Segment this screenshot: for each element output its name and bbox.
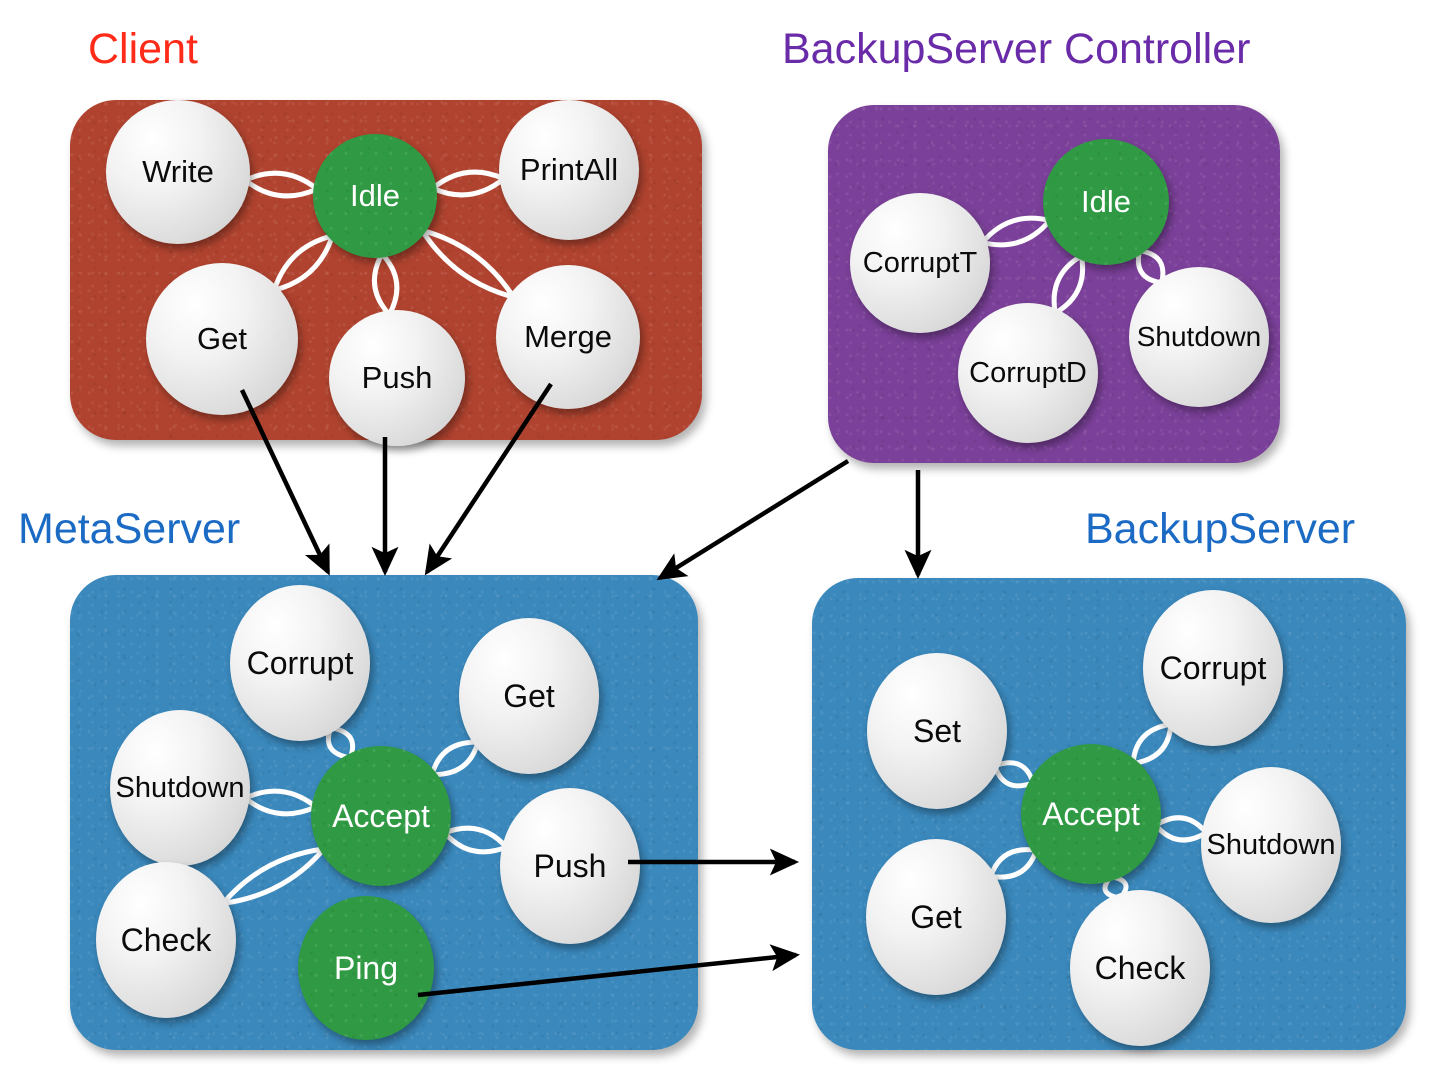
state-node-meta-ping[interactable]: Ping	[298, 896, 434, 1040]
transition-edge	[429, 739, 481, 778]
transition-edge	[980, 215, 1053, 245]
state-node-ctrl-shutdown[interactable]: Shutdown	[1129, 267, 1269, 407]
state-node-meta-get[interactable]: Get	[459, 618, 599, 774]
state-node-ctrl-corruptd[interactable]: CorruptD	[958, 303, 1098, 443]
transition-edge	[242, 170, 320, 192]
state-node-label: Idle	[350, 178, 400, 213]
state-node-label: Check	[120, 921, 212, 958]
transition-edge	[980, 218, 1053, 248]
state-node-meta-check[interactable]: Check	[96, 862, 236, 1018]
state-node-label: Shutdown	[1136, 321, 1262, 352]
transition-edge	[419, 227, 516, 300]
state-node-label: Push	[533, 847, 607, 884]
transition-edge	[242, 788, 319, 810]
state-node-label: Idle	[1081, 184, 1131, 219]
state-node-label: Push	[361, 360, 433, 395]
state-node-meta-accept[interactable]: Accept	[311, 746, 451, 886]
state-node-client-idle[interactable]: Idle	[313, 134, 437, 258]
transition-edge	[442, 825, 509, 850]
transition-edge	[1153, 822, 1209, 843]
state-node-meta-shutdown[interactable]: Shutdown	[110, 710, 250, 866]
state-node-label: Write	[142, 154, 214, 189]
transition-edge	[430, 169, 507, 191]
transition-edge	[442, 830, 509, 855]
transition-edge	[1136, 248, 1165, 286]
state-node-label: CorruptD	[969, 356, 1087, 389]
state-node-label: Shutdown	[1206, 828, 1336, 861]
state-node-ctrl-idle[interactable]: Idle	[1043, 139, 1169, 265]
transition-edge	[379, 251, 400, 317]
state-node-bs-get[interactable]: Get	[866, 839, 1006, 995]
transition-edge	[430, 176, 507, 198]
transition-edge	[1130, 721, 1174, 766]
panel-title-metaserver: MetaServer	[18, 505, 241, 553]
transition-edge	[988, 847, 1039, 880]
transition-edge	[429, 739, 481, 778]
state-node-client-get[interactable]: Get	[146, 263, 298, 415]
state-node-label: Check	[1094, 949, 1186, 986]
transition-edge	[1153, 815, 1209, 836]
state-node-bs-accept[interactable]: Accept	[1021, 744, 1161, 884]
state-node-client-write[interactable]: Write	[106, 100, 250, 244]
transition-edge	[271, 233, 335, 293]
transition-edge	[988, 847, 1039, 879]
state-node-client-printall[interactable]: PrintAll	[499, 100, 639, 240]
state-node-meta-push[interactable]: Push	[500, 788, 640, 944]
transition-edge	[1130, 721, 1174, 766]
state-node-label: Corrupt	[1159, 649, 1267, 686]
state-node-label: Accept	[1042, 795, 1140, 832]
arrow-controller-to-metaserver	[656, 459, 850, 581]
state-node-label: Get	[503, 677, 555, 714]
state-node-label: Merge	[524, 319, 612, 354]
state-node-bs-set[interactable]: Set	[867, 653, 1007, 809]
transition-edge	[371, 251, 392, 317]
state-node-label: Corrupt	[246, 644, 354, 681]
state-node-client-push[interactable]: Push	[329, 310, 465, 446]
state-node-client-merge[interactable]: Merge	[496, 265, 640, 409]
transition-edge	[220, 846, 327, 906]
state-node-bs-corrupt[interactable]: Corrupt	[1143, 590, 1283, 746]
panel-title-controller: BackupServer Controller	[782, 25, 1251, 73]
state-node-label: Set	[912, 712, 962, 749]
transition-edge	[220, 846, 327, 906]
state-node-label: Ping	[333, 949, 399, 986]
state-node-label: Get	[197, 321, 247, 356]
panel-title-client: Client	[88, 25, 198, 73]
transition-edge	[992, 760, 1036, 786]
transition-edge	[242, 177, 320, 199]
transition-edge	[1051, 253, 1084, 316]
state-node-label: Accept	[332, 797, 430, 834]
state-node-label: Shutdown	[115, 771, 245, 804]
transition-edge	[419, 227, 516, 300]
transition-edge	[271, 233, 335, 293]
state-node-label: Get	[910, 898, 962, 935]
state-node-label: PrintAll	[519, 152, 619, 187]
state-node-bs-check[interactable]: Check	[1070, 890, 1210, 1046]
state-node-bs-shutdown[interactable]: Shutdown	[1201, 767, 1341, 923]
transition-edge	[1052, 253, 1086, 316]
state-node-ctrl-corruptt[interactable]: CorruptT	[850, 193, 990, 333]
state-node-meta-corrupt[interactable]: Corrupt	[230, 585, 370, 741]
transition-edge	[242, 795, 319, 817]
state-node-label: CorruptT	[862, 246, 978, 279]
panel-title-backupserver: BackupServer	[1085, 505, 1356, 553]
